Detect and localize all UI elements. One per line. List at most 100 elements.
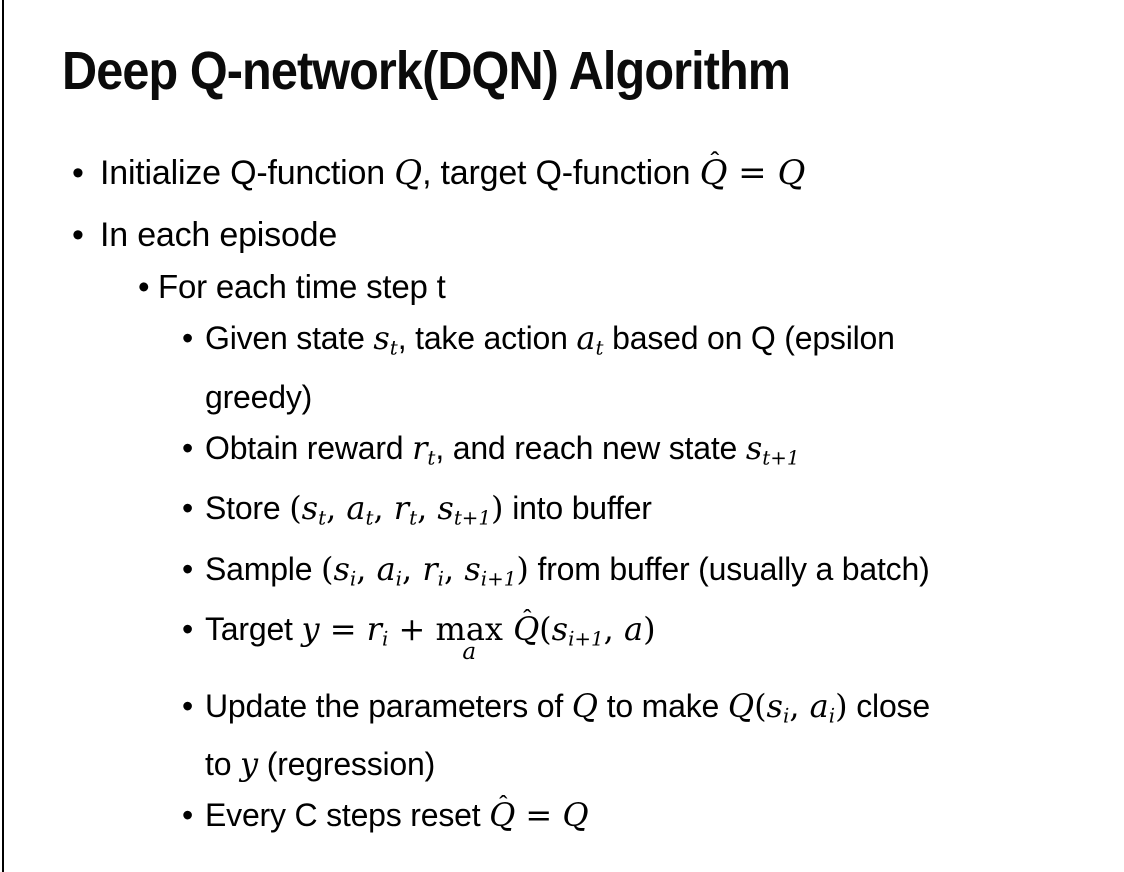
math-symbol: ) bbox=[643, 610, 656, 649]
math-subscript: t bbox=[427, 446, 436, 470]
math-subscript: i bbox=[395, 567, 403, 591]
slide-left-border bbox=[2, 0, 4, 872]
math-symbol: ( bbox=[321, 549, 334, 588]
hat-accent: ˆ bbox=[710, 147, 720, 178]
bullet-marker: • bbox=[182, 320, 194, 356]
math-symbol: , bbox=[402, 549, 423, 588]
math-var: Q bbox=[727, 686, 755, 725]
math-var-subscripted: at bbox=[346, 489, 374, 530]
math-var-subscripted: ri bbox=[422, 549, 444, 591]
math-subscript: t bbox=[318, 506, 327, 530]
bullet-item: •Initialize Q-function Q, target Q-funct… bbox=[0, 147, 1124, 198]
bullet-line: Sample (si, ai, ri, si+1) from buffer (u… bbox=[205, 545, 1124, 604]
text-run: Target bbox=[205, 611, 302, 648]
bullet-item: •For each time step t bbox=[0, 262, 1124, 312]
bullet-marker: • bbox=[182, 611, 194, 648]
math-var-subscripted: ai bbox=[809, 686, 836, 728]
bullet-marker: • bbox=[182, 490, 194, 527]
math-subscript: t bbox=[389, 336, 398, 360]
math-subscript: t+1 bbox=[453, 506, 492, 530]
text-run: into buffer bbox=[503, 490, 652, 527]
math-subscript: i+1 bbox=[568, 627, 604, 651]
slide-title: Deep Q-network(DQN) Algorithm bbox=[62, 41, 791, 101]
bullet-line: Given state st, take action at based on … bbox=[205, 314, 1124, 373]
bullet-line: Store (st, at, rt, st+1) into buffer bbox=[205, 484, 1124, 543]
math-var-subscripted: si bbox=[333, 549, 357, 591]
bullet-marker: • bbox=[182, 797, 194, 834]
math-var-subscripted: rt bbox=[393, 489, 418, 530]
text-run: from buffer (usually a batch) bbox=[528, 550, 930, 587]
math-symbol: = bbox=[515, 796, 563, 835]
text-run: Given state bbox=[205, 320, 374, 356]
math-subscript: t bbox=[595, 336, 604, 360]
math-var-subscripted: st+1 bbox=[437, 489, 492, 530]
bullet-line: to y (regression) bbox=[205, 740, 1124, 789]
math-symbol: ( bbox=[754, 686, 767, 725]
math-symbol: , bbox=[789, 686, 810, 725]
math-symbol: , bbox=[373, 489, 394, 528]
math-var-subscripted: si+1 bbox=[464, 549, 517, 591]
math-var-subscripted: st bbox=[301, 489, 327, 530]
math-var-subscripted: at bbox=[576, 319, 604, 360]
text-run: greedy) bbox=[205, 378, 313, 415]
text-run: , and reach new state bbox=[435, 429, 746, 466]
math-var: y bbox=[239, 745, 259, 784]
math-symbol: ) bbox=[491, 489, 504, 528]
math-symbol: ( bbox=[289, 489, 302, 528]
text-run: Obtain reward bbox=[205, 429, 413, 466]
bullet-marker: • bbox=[182, 687, 194, 724]
math-var: Q bbox=[562, 796, 589, 835]
math-symbol: ) bbox=[516, 549, 529, 588]
math-symbol: + bbox=[388, 610, 436, 649]
text-run: For each time step t bbox=[158, 268, 446, 305]
math-symbol: , bbox=[326, 489, 347, 528]
text-run: Sample bbox=[205, 550, 321, 587]
math-symbol: = bbox=[727, 153, 778, 193]
math-subscript: i bbox=[381, 627, 389, 651]
text-run: In each episode bbox=[100, 216, 338, 254]
bullet-list: •Initialize Q-function Q, target Q-funct… bbox=[0, 147, 1124, 842]
text-run: (regression) bbox=[258, 746, 436, 783]
bullet-item: • Given state st, take action at based on… bbox=[0, 314, 1124, 422]
math-symbol: , bbox=[603, 610, 624, 649]
math-subscript: i bbox=[828, 704, 836, 728]
math-subscript: i+1 bbox=[480, 567, 517, 591]
math-symbol: , bbox=[417, 489, 438, 528]
math-var: Q bbox=[777, 153, 806, 193]
bullet-marker: • bbox=[138, 268, 150, 305]
bullet-item: • Store (st, at, rt, st+1) into buffer bbox=[0, 484, 1124, 543]
math-symbol: ) bbox=[835, 686, 848, 725]
bullet-line: greedy) bbox=[205, 373, 1124, 422]
bullet-line: For each time step t bbox=[158, 262, 1124, 312]
bullet-line: Obtain reward rt, and reach new state st… bbox=[205, 424, 1124, 483]
math-symbol: ( bbox=[539, 610, 552, 649]
math-subscript: i bbox=[349, 567, 357, 591]
math-var: y bbox=[301, 610, 320, 649]
math-var: Q bbox=[394, 153, 423, 193]
hat-accent: ˆ bbox=[499, 791, 508, 820]
math-var-subscripted: ri bbox=[366, 610, 389, 651]
text-run: based on Q (epsilon bbox=[603, 320, 895, 356]
bullet-marker: • bbox=[182, 429, 194, 466]
math-symbol: , bbox=[444, 549, 465, 588]
text-run: close bbox=[847, 687, 930, 724]
math-var-subscripted: st bbox=[373, 319, 398, 360]
bullet-item: •Sample (si, ai, ri, si+1) from buffer (… bbox=[0, 545, 1124, 604]
math-subscript: i bbox=[782, 704, 790, 728]
math-var-subscripted: st+1 bbox=[745, 428, 800, 470]
math-symbol: , bbox=[356, 549, 377, 588]
text-run: Update the parameters of bbox=[205, 687, 572, 724]
bullet-marker: • bbox=[72, 154, 84, 192]
text-run: , take action bbox=[397, 320, 577, 356]
bullet-item: • Obtain reward rt, and reach new state s… bbox=[0, 424, 1124, 483]
bullet-item: •Update the parameters of Q to make Q(si… bbox=[0, 682, 1124, 790]
hat-accent: ˆ bbox=[523, 605, 532, 634]
